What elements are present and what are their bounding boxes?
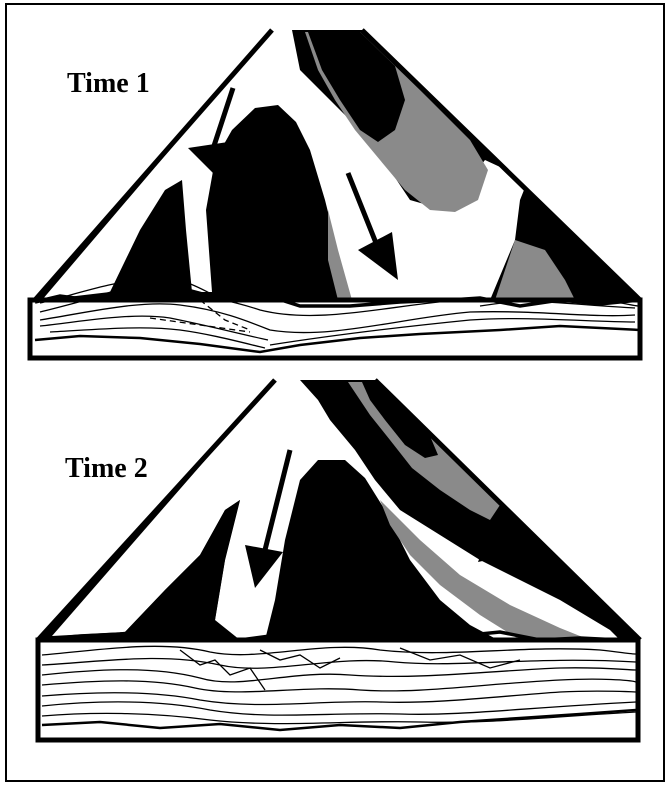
panel-label-time-1: Time 1 xyxy=(67,68,150,99)
panel-label-time-2: Time 2 xyxy=(65,453,148,484)
base-block-time-1 xyxy=(30,300,640,358)
